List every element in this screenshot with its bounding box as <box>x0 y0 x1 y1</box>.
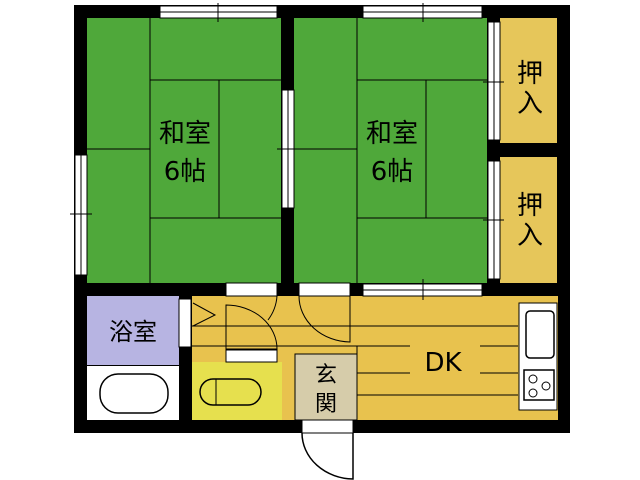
entrance-label-2: 関 <box>315 392 337 417</box>
room-2-door-opening <box>298 282 351 297</box>
toilet <box>192 362 282 420</box>
toilet-door-frame <box>225 349 278 363</box>
closet-2-label-2: 入 <box>517 221 543 251</box>
bath-door[interactable] <box>178 298 192 348</box>
room-japanese-2: 和室 6帖 <box>294 18 487 283</box>
stove-icon <box>523 369 555 401</box>
entrance-label-1: 玄 <box>315 363 337 388</box>
room-1-door-opening <box>225 282 278 297</box>
room-1-name: 和室 <box>159 119 211 149</box>
sink-icon <box>525 310 555 359</box>
room-2-size: 6帖 <box>371 157 414 187</box>
closet-2-label-1: 押 <box>517 191 543 221</box>
room-2-name: 和室 <box>366 119 418 149</box>
toilet-icon <box>199 378 262 406</box>
bathtub-icon <box>99 373 169 414</box>
closet-1-label-2: 入 <box>517 89 543 119</box>
bath-label: 浴室 <box>109 318 157 346</box>
dk-label: DK <box>424 348 462 378</box>
front-door[interactable] <box>301 432 354 480</box>
bathroom: 浴室 <box>87 296 217 420</box>
room-1-size: 6帖 <box>164 157 207 187</box>
closet-2: 押 入 <box>500 157 557 283</box>
room-japanese-1: 和室 6帖 <box>87 18 281 283</box>
room-1-door[interactable] <box>267 295 278 321</box>
room-2-door[interactable] <box>298 295 351 343</box>
closet-1-label-1: 押 <box>517 59 543 89</box>
entrance: 玄 関 <box>294 353 358 480</box>
toilet-door[interactable] <box>225 304 278 350</box>
closet-1: 押 入 <box>500 18 557 143</box>
